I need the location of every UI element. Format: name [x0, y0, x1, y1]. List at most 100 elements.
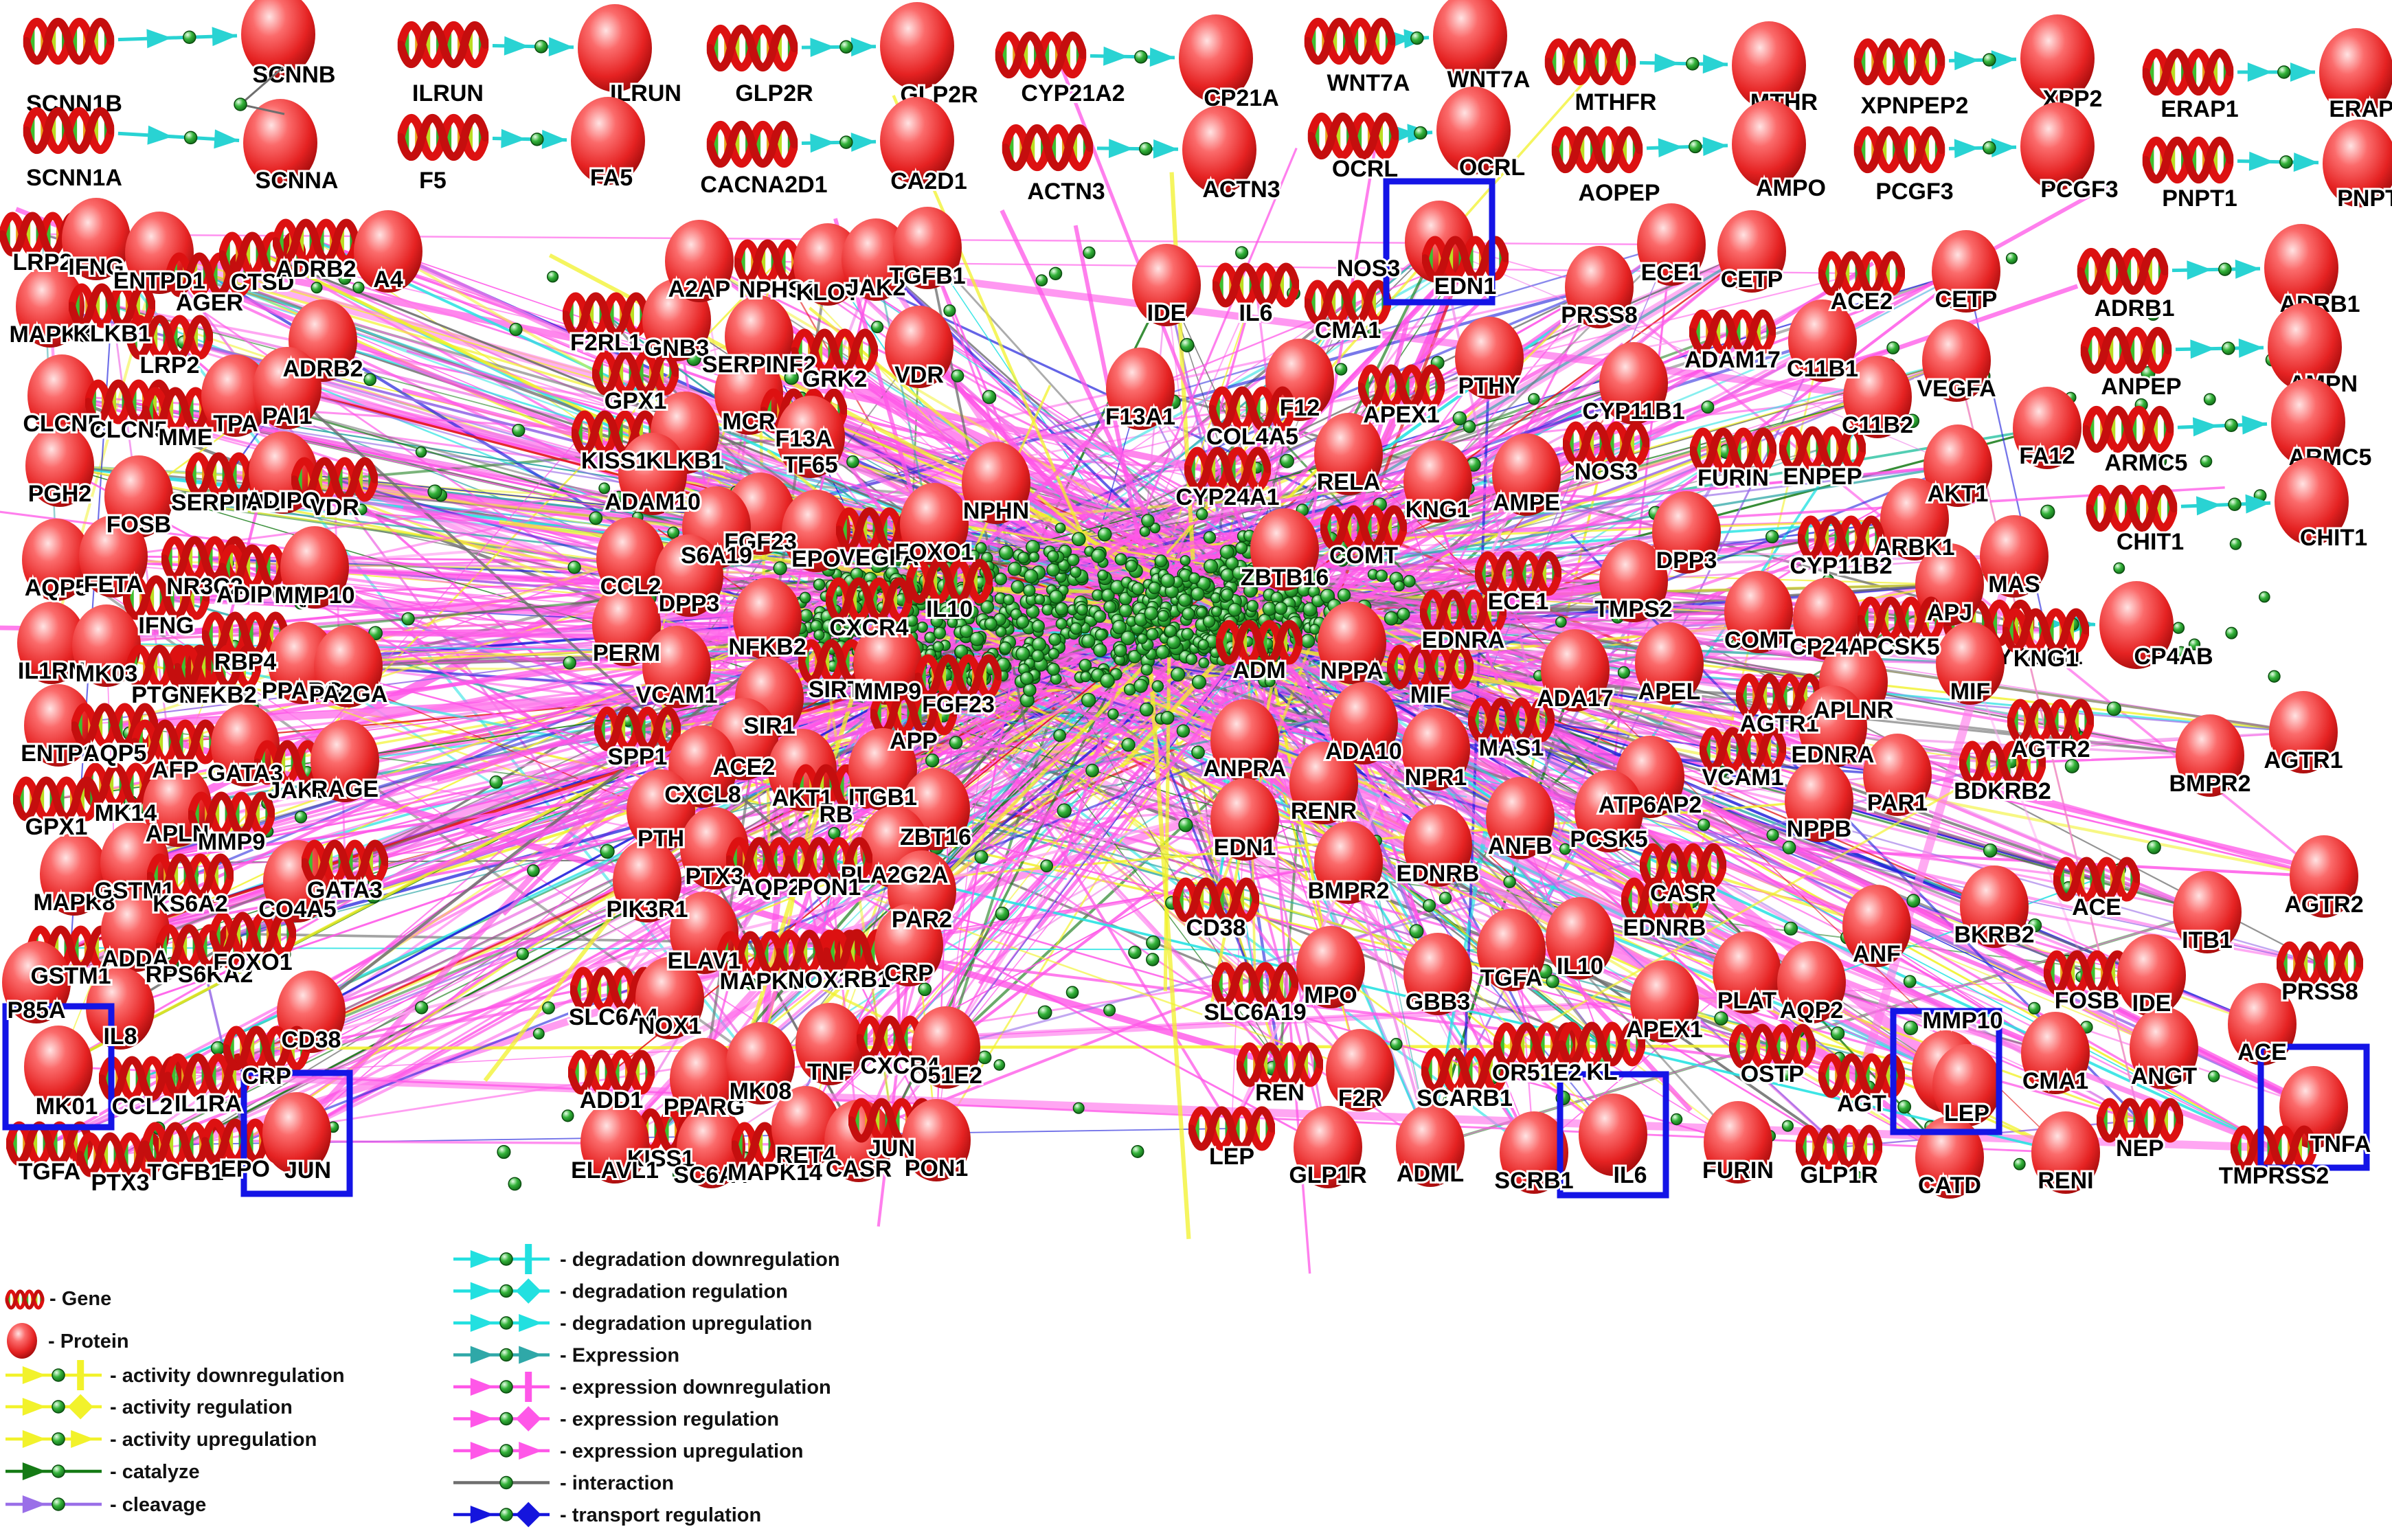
- protein-node-MK01[interactable]: [24, 1026, 93, 1108]
- protein-node-TGFB1[interactable]: [893, 207, 962, 289]
- protein-node-JAK2[interactable]: [842, 218, 910, 301]
- protein-node-C11B2[interactable]: [1843, 356, 1912, 438]
- gene-node-AGTR2[interactable]: [2010, 703, 2091, 740]
- protein-node-PRSS8[interactable]: [1565, 246, 1634, 328]
- protein-node-CP24A[interactable]: [1793, 578, 1862, 660]
- protein-node-BMPR2[interactable]: [1314, 822, 1383, 904]
- protein-node-CETP[interactable]: [1717, 210, 1786, 293]
- protein-node-FA12[interactable]: [2013, 387, 2081, 469]
- protein-icon[interactable]: [2275, 457, 2349, 545]
- protein-node-F2R[interactable]: [1326, 1029, 1395, 1111]
- protein-node-CYP11B1[interactable]: [1599, 342, 1668, 424]
- protein-icon[interactable]: [2319, 28, 2392, 116]
- protein-node-ADDA[interactable]: [101, 890, 170, 972]
- protein-node-ANPRA[interactable]: [1210, 699, 1279, 782]
- protein-node-KNG1[interactable]: [1403, 440, 1472, 523]
- protein-node-A2AP[interactable]: [665, 220, 734, 302]
- protein-node-CETP[interactable]: [1932, 230, 2000, 313]
- protein-node-MMP10[interactable]: [280, 526, 349, 609]
- protein-node-GLP1R[interactable]: [1294, 1106, 1362, 1188]
- protein-icon[interactable]: [1433, 0, 1507, 80]
- gene-icon[interactable]: [998, 36, 1083, 74]
- gene-icon[interactable]: [2080, 252, 2165, 291]
- protein-node-ECE1[interactable]: [1637, 203, 1706, 286]
- protein-node-ELAVL1[interactable]: [580, 1101, 649, 1184]
- protein-icon[interactable]: [1436, 87, 1511, 174]
- gene-icon[interactable]: [710, 29, 794, 67]
- protein-node-PAI1[interactable]: [253, 347, 321, 429]
- gene-node-NEP[interactable]: [2099, 1102, 2180, 1139]
- gene-icon[interactable]: [1857, 43, 1941, 81]
- protein-node-SCRB1[interactable]: [1500, 1111, 1568, 1194]
- protein-node-IDE[interactable]: [2117, 934, 2186, 1017]
- gene-node-GPX1[interactable]: [16, 780, 97, 817]
- protein-node-TPA[interactable]: [201, 354, 270, 437]
- protein-node-CCL2[interactable]: [596, 517, 665, 600]
- gene-node-GLP1R[interactable]: [1798, 1129, 1880, 1166]
- gene-icon[interactable]: [2084, 331, 2168, 370]
- protein-node-F13A1[interactable]: [1106, 348, 1175, 430]
- protein-node-NFKB2[interactable]: [733, 578, 802, 660]
- protein-node-LEP[interactable]: [1932, 1044, 2001, 1126]
- protein-node-COMT[interactable]: [1724, 571, 1793, 653]
- protein-node-IDE[interactable]: [1132, 244, 1201, 326]
- protein-node-RET4[interactable]: [771, 1086, 840, 1168]
- protein-node-NPR1[interactable]: [1401, 708, 1470, 791]
- gene-icon[interactable]: [1857, 131, 1941, 169]
- protein-node-NPHN[interactable]: [962, 442, 1030, 524]
- protein-node-DPP3[interactable]: [1652, 491, 1721, 574]
- protein-node-IL10[interactable]: [1546, 897, 1614, 980]
- protein-node-ADAM10[interactable]: [618, 433, 687, 515]
- protein-node-IL1RN[interactable]: [17, 602, 86, 684]
- gene-icon[interactable]: [2089, 489, 2174, 528]
- gene-icon[interactable]: [1555, 131, 1639, 169]
- protein-node-EDN1[interactable]: [1210, 778, 1279, 861]
- protein-node-ENTP1[interactable]: [24, 684, 93, 767]
- gene-node-IL6[interactable]: [1215, 267, 1296, 304]
- gene-node-F2RL1[interactable]: [565, 296, 646, 333]
- gene-node-PRSS8[interactable]: [2279, 945, 2360, 982]
- protein-node-RAGE[interactable]: [311, 720, 379, 802]
- protein-node-CMA1[interactable]: [2021, 1012, 2090, 1094]
- protein-node-ADA17[interactable]: [1541, 629, 1610, 712]
- gene-icon[interactable]: [400, 118, 485, 157]
- protein-icon[interactable]: [2020, 14, 2095, 102]
- protein-node-FETA[interactable]: [79, 515, 148, 598]
- protein-icon[interactable]: [880, 2, 954, 90]
- protein-node-ANFB[interactable]: [1486, 777, 1555, 859]
- protein-icon[interactable]: [2268, 303, 2342, 391]
- protein-node-IFNG[interactable]: [62, 198, 131, 280]
- gene-icon[interactable]: [400, 25, 485, 64]
- protein-node-IL8[interactable]: [86, 967, 155, 1050]
- protein-icon[interactable]: [2264, 224, 2338, 312]
- protein-node-DPP3[interactable]: [655, 534, 723, 617]
- protein-node-BMPR2[interactable]: [2176, 714, 2244, 797]
- gene-node-CYP11B2[interactable]: [1801, 519, 1882, 556]
- protein-node-RELA[interactable]: [1314, 413, 1383, 495]
- protein-node-SC6A4[interactable]: [677, 1106, 745, 1188]
- protein-node-MMP9[interactable]: [853, 622, 922, 705]
- protein-node-NOX1[interactable]: [635, 957, 704, 1039]
- protein-node-FOXO1[interactable]: [900, 483, 969, 565]
- gene-icon[interactable]: [26, 22, 111, 60]
- protein-node-PERM[interactable]: [592, 584, 661, 666]
- protein-icon[interactable]: [1182, 106, 1256, 194]
- protein-node-PCSK5[interactable]: [1575, 770, 1643, 852]
- protein-icon[interactable]: [2323, 120, 2392, 207]
- gene-node-ADD1[interactable]: [571, 1054, 652, 1091]
- protein-node-TGFA[interactable]: [1477, 909, 1546, 991]
- protein-node-EPO[interactable]: [782, 490, 850, 572]
- protein-node-C11B1[interactable]: [1788, 299, 1857, 382]
- protein-icon[interactable]: [1732, 21, 1806, 109]
- protein-node-AMPE[interactable]: [1492, 433, 1561, 516]
- protein-icon[interactable]: [880, 97, 954, 185]
- protein-node-A4[interactable]: [354, 210, 422, 293]
- protein-node-IL6[interactable]: [1579, 1094, 1647, 1176]
- protein-node-MK03[interactable]: [72, 604, 141, 687]
- protein-node-JUN[interactable]: [262, 1092, 331, 1175]
- protein-node-ARBK1[interactable]: [1880, 478, 1949, 560]
- protein-node-PA2GA[interactable]: [314, 625, 383, 707]
- protein-icon[interactable]: [578, 4, 652, 92]
- protein-node-MK08[interactable]: [726, 1022, 795, 1105]
- protein-node-P85A[interactable]: [2, 941, 71, 1023]
